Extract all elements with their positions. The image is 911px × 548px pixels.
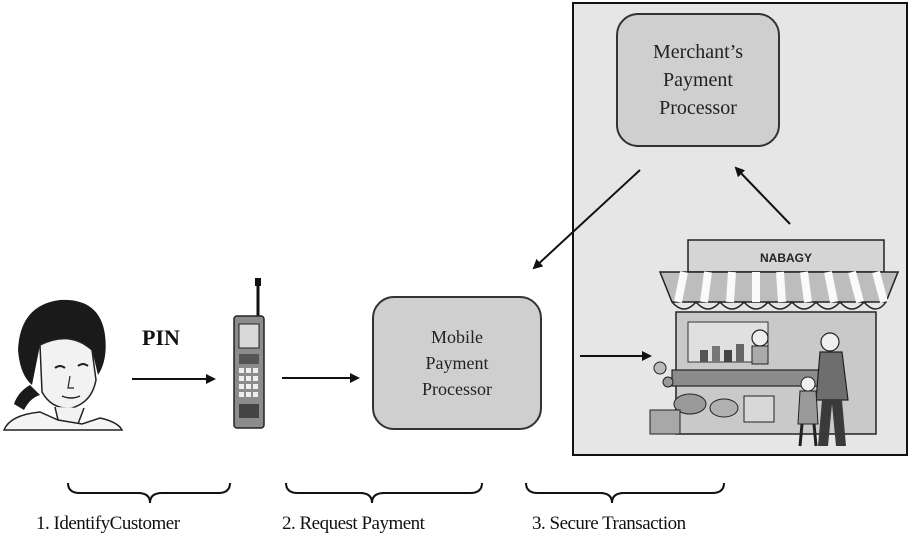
step-3-label: 3. Secure Transaction — [532, 513, 686, 534]
step-2-label: 2. Request Payment — [282, 513, 425, 534]
pin-label: PIN — [142, 325, 180, 350]
mobile-payment-processor-box: Mobile Payment Processor — [372, 296, 542, 430]
step-1-brace — [67, 482, 231, 504]
mobile-phone-icon — [233, 278, 265, 429]
merchant-payment-processor-box: Merchant’s Payment Processor — [616, 13, 780, 147]
step-1-label: 1. IdentifyCustomer — [36, 513, 180, 534]
step-2-brace — [285, 482, 483, 504]
arrow-shop-to-merchant-processor — [734, 166, 791, 225]
mobile-payment-processor-label: Mobile Payment Processor — [422, 327, 492, 399]
shop-sign-text: NABAGY — [760, 251, 812, 265]
step-3-brace — [525, 482, 725, 504]
shop-kiosk-icon: NABAGY — [649, 239, 900, 447]
customer-icon — [2, 299, 124, 431]
merchant-payment-processor-label: Merchant’s Payment Processor — [653, 41, 743, 119]
arrow-merchant-to-mobile-processor — [532, 169, 641, 270]
